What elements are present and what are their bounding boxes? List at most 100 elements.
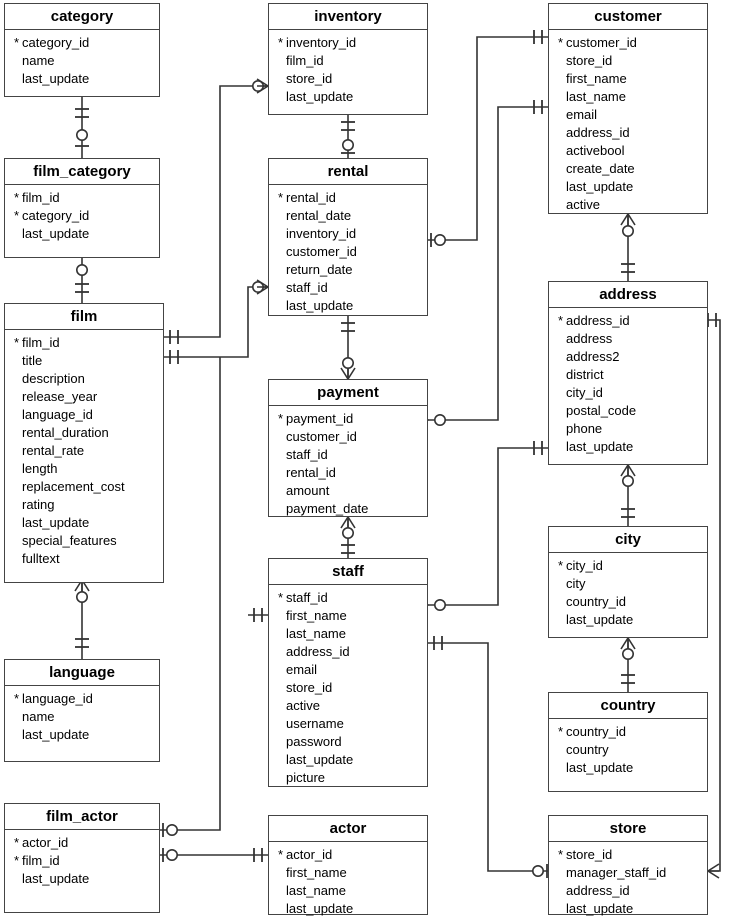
column-inventory-inventory_id: *inventory_id	[269, 34, 427, 52]
column-film-title: title	[5, 352, 163, 370]
column-name: email	[286, 662, 318, 677]
column-store-address_id: address_id	[549, 882, 707, 900]
column-name: activebool	[566, 143, 625, 158]
column-store-last_update: last_update	[549, 900, 707, 918]
column-name: address2	[566, 349, 620, 364]
column-name: last_update	[22, 226, 90, 241]
column-name: last_name	[286, 626, 346, 641]
connector-line	[428, 642, 548, 872]
column-film-fulltext: fulltext	[5, 550, 163, 568]
column-customer-create_date: create_date	[549, 160, 707, 178]
column-film_category-film_id: *film_id	[5, 189, 159, 207]
column-name: address_id	[566, 313, 630, 328]
connector-w-film-language	[74, 578, 90, 659]
column-name: staff_id	[286, 280, 328, 295]
column-name: rating	[22, 497, 55, 512]
column-film_category-last_update: last_update	[5, 225, 159, 243]
column-name: first_name	[566, 71, 627, 86]
column-customer-store_id: store_id	[549, 52, 707, 70]
primary-key-icon: *	[14, 190, 20, 205]
column-address-postal_code: postal_code	[549, 402, 707, 420]
primary-key-icon: *	[14, 35, 20, 50]
column-address-address: address	[549, 330, 707, 348]
column-payment-rental_id: rental_id	[269, 464, 427, 482]
column-store-store_id: *store_id	[549, 846, 707, 864]
primary-key-icon: *	[278, 35, 284, 50]
column-name: title	[22, 353, 43, 368]
connector-w-staff-rentalleft	[248, 608, 268, 622]
primary-key-icon: *	[558, 847, 564, 862]
column-language-name: name	[5, 708, 159, 726]
connector-w-payment-customer	[416, 100, 548, 428]
cardinality-zero-icon	[621, 647, 634, 660]
column-name: postal_code	[566, 403, 637, 418]
column-name: username	[286, 716, 344, 731]
cardinality-many-crowfoot-icon	[340, 367, 356, 381]
column-name: password	[286, 734, 342, 749]
primary-key-icon: *	[14, 691, 20, 706]
column-film-length: length	[5, 460, 163, 478]
column-city-last_update: last_update	[549, 611, 707, 629]
column-name: active	[286, 698, 320, 713]
column-city-city_id: *city_id	[549, 557, 707, 575]
entity-title-country: country	[549, 693, 707, 719]
column-payment-payment_id: *payment_id	[269, 410, 427, 428]
column-name: staff_id	[286, 590, 328, 605]
column-name: last_name	[286, 883, 346, 898]
column-name: actor_id	[286, 847, 333, 862]
cardinality-zero-icon	[76, 590, 89, 603]
column-country-last_update: last_update	[549, 759, 707, 777]
cardinality-many-crowfoot-icon	[620, 636, 636, 650]
column-staff-first_name: first_name	[269, 607, 427, 625]
entity-title-staff: staff	[269, 559, 427, 585]
column-country-country_id: *country_id	[549, 723, 707, 741]
column-staff-last_update: last_update	[269, 751, 427, 769]
column-staff-password: password	[269, 733, 427, 751]
column-name: address	[566, 331, 613, 346]
column-name: language_id	[22, 407, 93, 422]
primary-key-icon: *	[278, 411, 284, 426]
column-name: district	[566, 367, 604, 382]
column-actor-last_update: last_update	[269, 900, 427, 918]
column-category-name: name	[5, 52, 159, 70]
cardinality-zero-icon	[433, 598, 446, 611]
column-name: address_id	[566, 125, 630, 140]
column-name: film_id	[22, 853, 60, 868]
connector-w-customer-address	[620, 212, 636, 281]
column-name: country_id	[566, 594, 626, 609]
cardinality-zero-icon	[341, 139, 354, 152]
entity-title-film_actor: film_actor	[5, 804, 159, 830]
column-name: last_update	[22, 71, 90, 86]
column-name: last_update	[566, 179, 634, 194]
connector-w-filmactor-actor	[160, 848, 268, 862]
column-name: create_date	[566, 161, 635, 176]
primary-key-icon: *	[14, 835, 20, 850]
entity-title-inventory: inventory	[269, 4, 427, 30]
column-name: last_update	[566, 901, 634, 916]
column-film-release_year: release_year	[5, 388, 163, 406]
column-name: rental_id	[286, 465, 336, 480]
column-name: last_update	[286, 298, 354, 313]
